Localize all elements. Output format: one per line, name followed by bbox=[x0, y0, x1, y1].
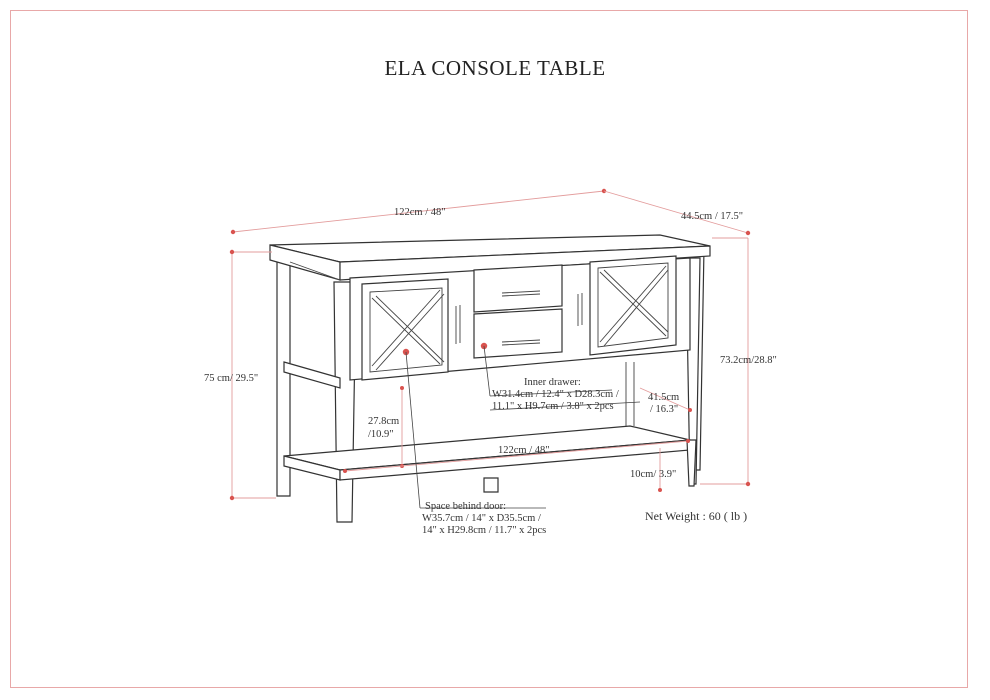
annotation-leaders bbox=[402, 342, 641, 509]
shelf-depth-label-1: 41.5cm bbox=[648, 392, 679, 403]
right-door bbox=[589, 255, 677, 356]
leg-height-label: 10cm/ 3.9" bbox=[630, 469, 676, 480]
shelf-gap-label-1: 27.8cm bbox=[368, 416, 399, 427]
dimension-lines bbox=[229, 188, 751, 501]
total-height-label: 75 cm/ 29.5" bbox=[204, 373, 258, 384]
page-title: ELA CONSOLE TABLE bbox=[384, 56, 606, 80]
inner-drawer-line-2: W31.4cm / 12.4" x D28.3cm / bbox=[492, 389, 619, 400]
inner-drawer-title: Inner drawer: bbox=[524, 377, 581, 388]
shelf-width-label: 122cm / 48" bbox=[498, 445, 550, 456]
shelf-gap-label-2: /10.9" bbox=[368, 429, 394, 440]
side-height-label: 73.2cm/28.8" bbox=[720, 355, 777, 366]
console-table-drawing bbox=[269, 234, 711, 523]
width-top-label: 122cm / 48" bbox=[394, 207, 446, 218]
inner-drawer-line-3: 11.1" x H9.7cm / 3.8" x 2pcs bbox=[492, 401, 614, 412]
upper-drawer bbox=[473, 264, 563, 313]
shelf-depth-label-2: / 16.3" bbox=[650, 404, 678, 415]
dimension-labels: 122cm / 48" 44.5cm / 17.5" 75 cm/ 29.5" … bbox=[204, 207, 777, 536]
behind-door-line-2: W35.7cm / 14" x D35.5cm / bbox=[422, 513, 541, 524]
net-weight-label: Net Weight : 60 ( lb ) bbox=[645, 509, 747, 523]
behind-door-line-3: 14" x H29.8cm / 11.7" x 2pcs bbox=[422, 525, 546, 536]
page-frame bbox=[10, 10, 968, 688]
depth-label: 44.5cm / 17.5" bbox=[681, 211, 743, 222]
lower-drawer bbox=[473, 308, 563, 359]
behind-door-title: Space behind door: bbox=[425, 501, 506, 512]
